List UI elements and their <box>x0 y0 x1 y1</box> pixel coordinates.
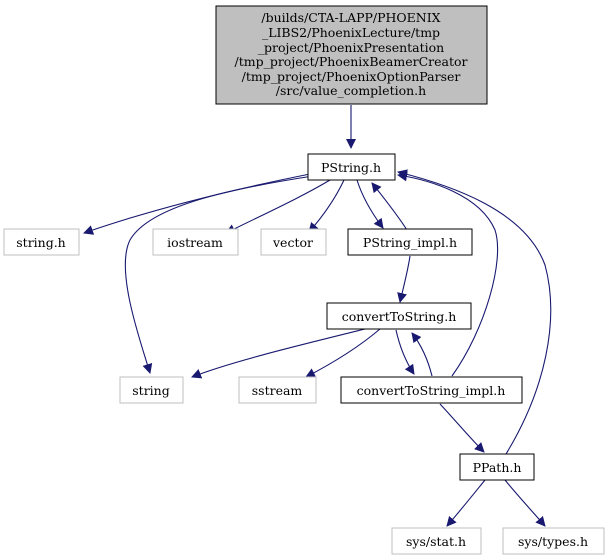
edge-ppath-to-sys-types <box>504 479 546 527</box>
node-ppath-label: PPath.h <box>473 460 522 475</box>
node-string-h-label: string.h <box>16 235 66 250</box>
edge-pstring-to-iostream <box>225 179 331 234</box>
node-pstring[interactable]: PString.h <box>307 153 396 181</box>
edges <box>83 105 552 527</box>
node-sys-types-label: sys/types.h <box>518 534 588 549</box>
node-string-h: string.h <box>3 228 80 256</box>
root-line-1: /builds/CTA-LAPP/PHOENIX <box>261 10 440 25</box>
node-pstring-label: PString.h <box>321 160 381 175</box>
node-converttostring-impl[interactable]: convertToString_impl.h <box>340 376 523 404</box>
node-iostream-label: iostream <box>167 235 223 250</box>
node-sys-stat: sys/stat.h <box>391 527 482 555</box>
edge-ppath-to-sys-stat <box>446 479 486 527</box>
edge-ppath-to-pstring <box>397 169 552 455</box>
root-line-4: /tmp_project/PhoenixBeamerCreator <box>234 54 467 69</box>
root-line-3: _project/PhoenixPresentation <box>258 40 444 55</box>
node-ppath[interactable]: PPath.h <box>459 453 535 481</box>
node-vector-label: vector <box>272 235 313 250</box>
edge-pstring-to-pstring-impl <box>356 179 384 229</box>
node-string: string <box>119 376 184 404</box>
node-pstring-impl-label: PString_impl.h <box>363 235 457 250</box>
root-line-2: _LIBS2/PhoenixLecture/tmp <box>262 25 440 40</box>
root-line-6: /src/value_completion.h <box>276 83 426 98</box>
node-converttostring-impl-label: convertToString_impl.h <box>357 383 506 398</box>
node-string-label: string <box>132 383 169 398</box>
node-sys-types: sys/types.h <box>502 527 605 555</box>
edge-converttostring-impl-to-ppath <box>439 403 485 453</box>
root-line-5: /tmp_project/PhoenixOptionParser <box>242 69 461 84</box>
node-sys-stat-label: sys/stat.h <box>406 534 466 549</box>
edge-pstring-to-string-h <box>83 173 311 235</box>
node-sstream: sstream <box>238 376 317 404</box>
edge-pstring-to-vector <box>308 179 345 233</box>
edge-pstring-to-string <box>124 175 314 374</box>
edge-converttostring-to-sstream <box>305 328 381 378</box>
edge-pstring-impl-to-pstring <box>371 182 408 231</box>
node-pstring-impl[interactable]: PString_impl.h <box>347 228 473 256</box>
node-iostream: iostream <box>152 228 239 256</box>
edge-converttostring-impl-to-pstring <box>397 171 499 377</box>
node-sstream-label: sstream <box>252 383 303 398</box>
node-converttostring-label: convertToString.h <box>342 309 457 324</box>
node-vector: vector <box>260 228 327 256</box>
edge-converttostring-to-converttostring-impl <box>395 329 415 375</box>
edge-converttostring-impl-to-converttostring <box>411 332 433 377</box>
node-converttostring[interactable]: convertToString.h <box>326 302 472 330</box>
node-root: /builds/CTA-LAPP/PHOENIX _LIBS2/PhoenixL… <box>215 5 488 105</box>
edge-pstring-impl-to-converttostring <box>397 255 411 303</box>
edge-converttostring-to-string <box>191 328 366 379</box>
